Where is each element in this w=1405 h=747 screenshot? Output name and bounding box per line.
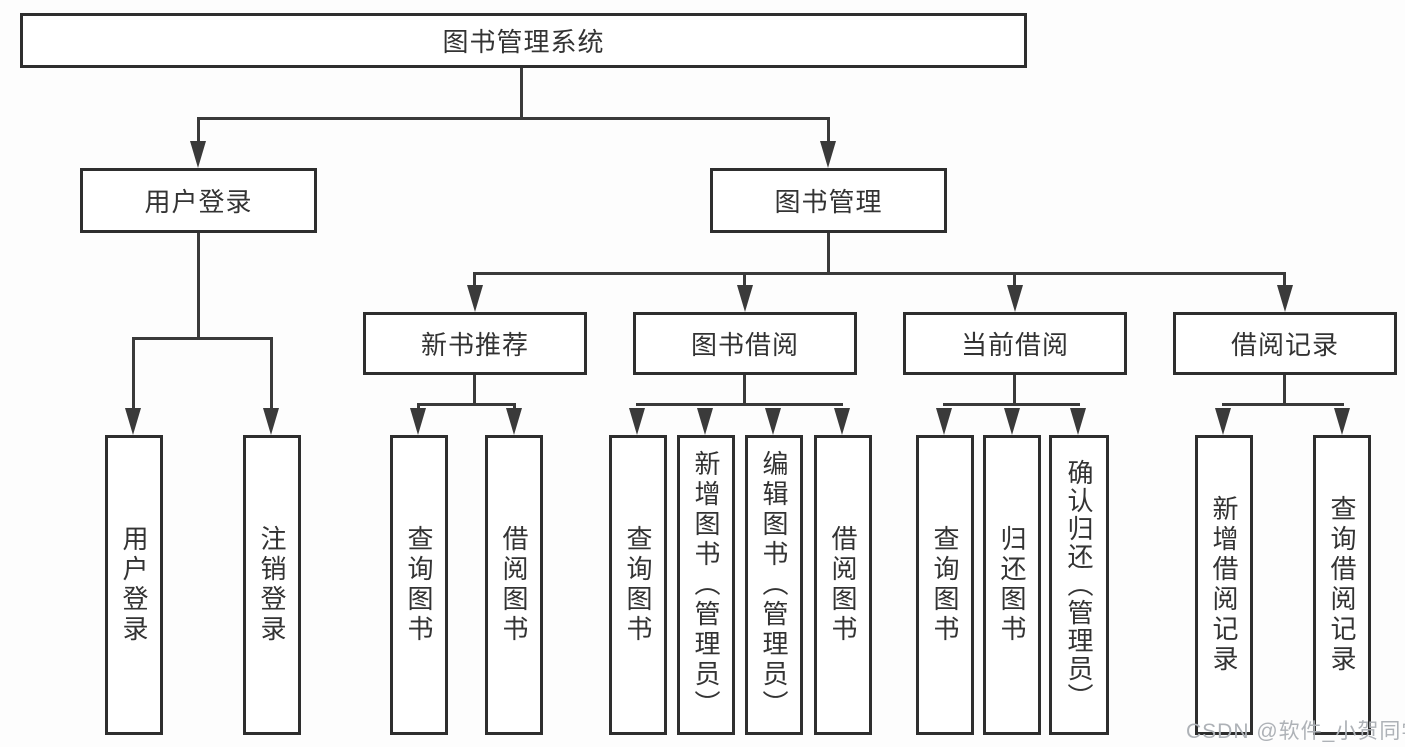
node-label: 用户登录 [119,525,149,645]
arrowhead-down-icon [467,285,483,312]
node-label: 新书推荐 [420,330,529,360]
node-user-login: 用户登录 [80,168,317,233]
node-borrowing-records: 借阅记录 [1173,312,1397,375]
arrowhead-down-icon [1334,408,1350,435]
arrowhead-down-icon [1070,408,1086,435]
connector-hline [473,272,1286,275]
connector-hline [943,403,1080,406]
leaf-query-books-current: 查询图书 [916,435,974,735]
leaf-add-borrow-record: 新增借阅记录 [1195,435,1253,735]
node-book-management: 图书管理 [710,168,947,233]
connector-vline [743,375,746,406]
connector-vline [743,272,746,290]
arrowhead-down-icon [697,408,713,435]
node-label: 新增图书（管理员） [691,450,721,720]
node-root-library-system: 图书管理系统 [20,13,1027,68]
node-label: 查询图书 [623,525,653,645]
leaf-edit-books-admin: 编辑图书（管理员） [745,435,803,735]
node-label: 图书借阅 [690,330,799,360]
connector-vline [1013,375,1016,406]
csdn-watermark: CSDN @软件_小贺同学 [1186,720,1405,743]
node-label: 当前借阅 [960,330,1069,360]
arrowhead-down-icon [125,408,141,435]
leaf-logout: 注销登录 [243,435,301,735]
connector-vline [132,337,135,411]
arrowhead-down-icon [410,408,426,435]
leaf-return-books: 归还图书 [983,435,1041,735]
connector-vline [1013,272,1016,290]
arrowhead-down-icon [1004,408,1020,435]
arrowhead-down-icon [1215,408,1231,435]
leaf-borrow-books: 借阅图书 [814,435,872,735]
arrowhead-down-icon [1277,285,1293,312]
arrowhead-down-icon [506,408,522,435]
leaf-add-books-admin: 新增图书（管理员） [677,435,735,735]
connector-vline [827,233,830,275]
arrowhead-down-icon [936,408,952,435]
node-label: 图书管理系统 [442,27,605,57]
connector-hline [1222,403,1344,406]
leaf-confirm-return-admin: 确认归还（管理员） [1049,435,1109,735]
node-current-borrowing: 当前借阅 [903,312,1127,375]
connector-hline [132,337,273,340]
connector-vline [1283,375,1286,406]
connector-hline [636,403,843,406]
arrowhead-down-icon [765,408,781,435]
node-label: 借阅图书 [499,525,529,645]
node-label: 归还图书 [997,525,1027,645]
node-label: 注销登录 [257,525,287,645]
arrowhead-down-icon [629,408,645,435]
leaf-query-borrow-record: 查询借阅记录 [1313,435,1371,735]
node-label: 图书管理 [774,187,883,217]
connector-hline [197,117,830,120]
connector-vline [197,117,200,147]
connector-vline [270,337,273,411]
arrowhead-down-icon [1007,285,1023,312]
node-label: 用户登录 [144,187,253,217]
node-label: 新增借阅记录 [1209,495,1239,675]
node-label: 查询图书 [404,525,434,645]
connector-vline [473,375,476,406]
arrowhead-down-icon [263,408,279,435]
arrowhead-down-icon [737,285,753,312]
connector-vline [473,272,476,290]
connector-vline [827,117,830,147]
connector-vline [520,68,523,119]
node-label: 查询借阅记录 [1327,495,1357,675]
node-label: 借阅图书 [828,525,858,645]
node-new-book-recommend: 新书推荐 [363,312,587,375]
node-label: 借阅记录 [1230,330,1339,360]
leaf-query-books-recommend: 查询图书 [390,435,448,735]
arrowhead-down-icon [820,141,836,168]
arrowhead-down-icon [190,141,206,168]
node-label: 确认归还（管理员） [1064,459,1094,711]
arrowhead-down-icon [834,408,850,435]
node-label: 查询图书 [930,525,960,645]
node-book-borrowing: 图书借阅 [633,312,857,375]
leaf-borrow-books-recommend: 借阅图书 [485,435,543,735]
node-label: 编辑图书（管理员） [759,450,789,720]
connector-hline [417,403,516,406]
connector-vline [197,233,200,340]
leaf-query-books-borrowing: 查询图书 [609,435,667,735]
connector-vline [1283,272,1286,290]
leaf-user-login: 用户登录 [105,435,163,735]
